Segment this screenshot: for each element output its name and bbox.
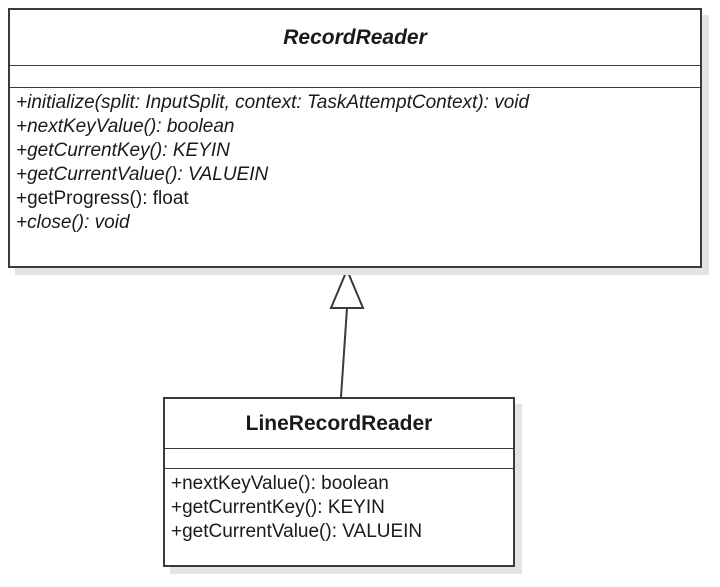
record-reader-operations: +initialize(split: InputSplit, context: … [10,88,700,235]
line-record-reader-operations: +nextKeyValue(): boolean +getCurrentKey(… [165,469,513,544]
operation-initialize: +initialize(split: InputSplit, context: … [16,92,530,113]
record-reader-class[interactable]: RecordReader +initialize(split: InputSpl… [8,8,702,268]
line-record-reader-attributes [165,449,513,469]
line-record-reader-class-name: LineRecordReader [165,399,513,449]
operation-next-key-value: +nextKeyValue(): boolean [171,473,389,494]
operation-get-progress: +getProgress(): float [16,188,189,209]
operation-get-current-key: +getCurrentKey(): KEYIN [171,497,385,518]
record-reader-class-name: RecordReader [10,10,700,66]
operation-get-current-value: +getCurrentValue(): VALUEIN [171,521,423,542]
line-record-reader-class[interactable]: LineRecordReader +nextKeyValue(): boolea… [163,397,515,567]
record-reader-attributes [10,66,700,88]
operation-get-current-key: +getCurrentKey(): KEYIN [16,140,230,161]
operation-close: +close(): void [16,212,130,233]
inheritance-arrowhead [329,267,365,309]
operation-get-current-value: +getCurrentValue(): VALUEIN [16,164,269,185]
inheritance-line [340,307,348,398]
operation-next-key-value: +nextKeyValue(): boolean [16,116,235,137]
